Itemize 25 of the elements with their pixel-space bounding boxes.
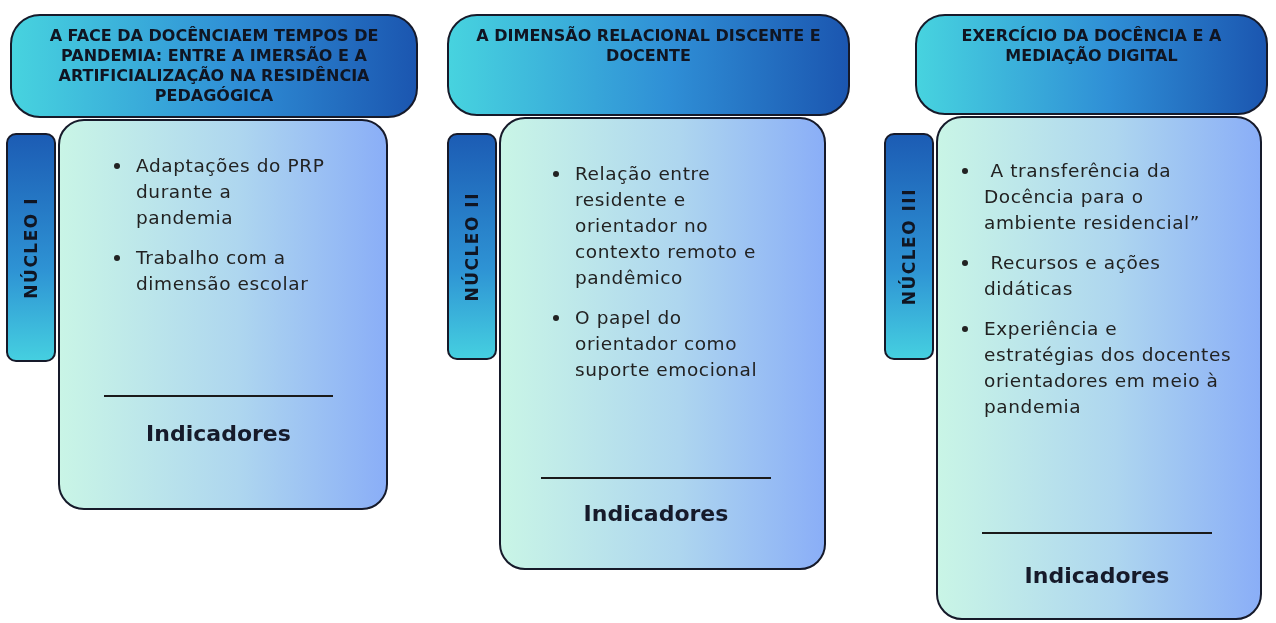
card-panel [58, 119, 388, 510]
bullet-item: Adaptações do PRP durante a pandemia [110, 153, 325, 231]
tab-label: NÚCLEO III [899, 187, 919, 306]
card-panel [499, 117, 826, 570]
tab-label: NÚCLEO II [462, 191, 482, 302]
title-banner [915, 14, 1268, 115]
banner-title: A FACE DA DOCÊNCIAEM TEMPOS DE PANDEMIA: ENTRE A IMERSÃO E A ARTIFICIALIZAÇÃO NA RESIDÊNCIA PEDAGÓGICA [48, 26, 380, 106]
bullet-item: A transferência da Docência para o ambiente residencial” [958, 158, 1233, 236]
title-banner [10, 14, 418, 118]
vertical-tab [447, 133, 497, 360]
footer-label: Indicadores [583, 501, 729, 526]
bullet-item: Recursos e ações didáticas [958, 250, 1233, 302]
banner-title: EXERCÍCIO DA DOCÊNCIA E A MEDIAÇÃO DIGITAL [960, 26, 1223, 66]
vertical-tab [6, 133, 56, 362]
vertical-tab [884, 133, 934, 360]
tab-label: NÚCLEO I [21, 196, 41, 299]
bullet-item: Experiência e estratégias dos docentes orientadores em meio à pandemia [958, 316, 1233, 420]
footer-label: Indicadores [146, 421, 291, 446]
footer-label: Indicadores [1024, 563, 1170, 588]
banner-title: A DIMENSÃO RELACIONAL DISCENTE E DOCENTE [475, 26, 822, 66]
bullet-item: Relação entre residente e orientador no contexto remoto e pandêmico [549, 161, 789, 291]
bullet-item: Trabalho com a dimensão escolar [110, 245, 325, 297]
card-panel [936, 116, 1262, 620]
bullet-item: O papel do orientador como suporte emocional [549, 305, 789, 383]
title-banner [447, 14, 850, 116]
